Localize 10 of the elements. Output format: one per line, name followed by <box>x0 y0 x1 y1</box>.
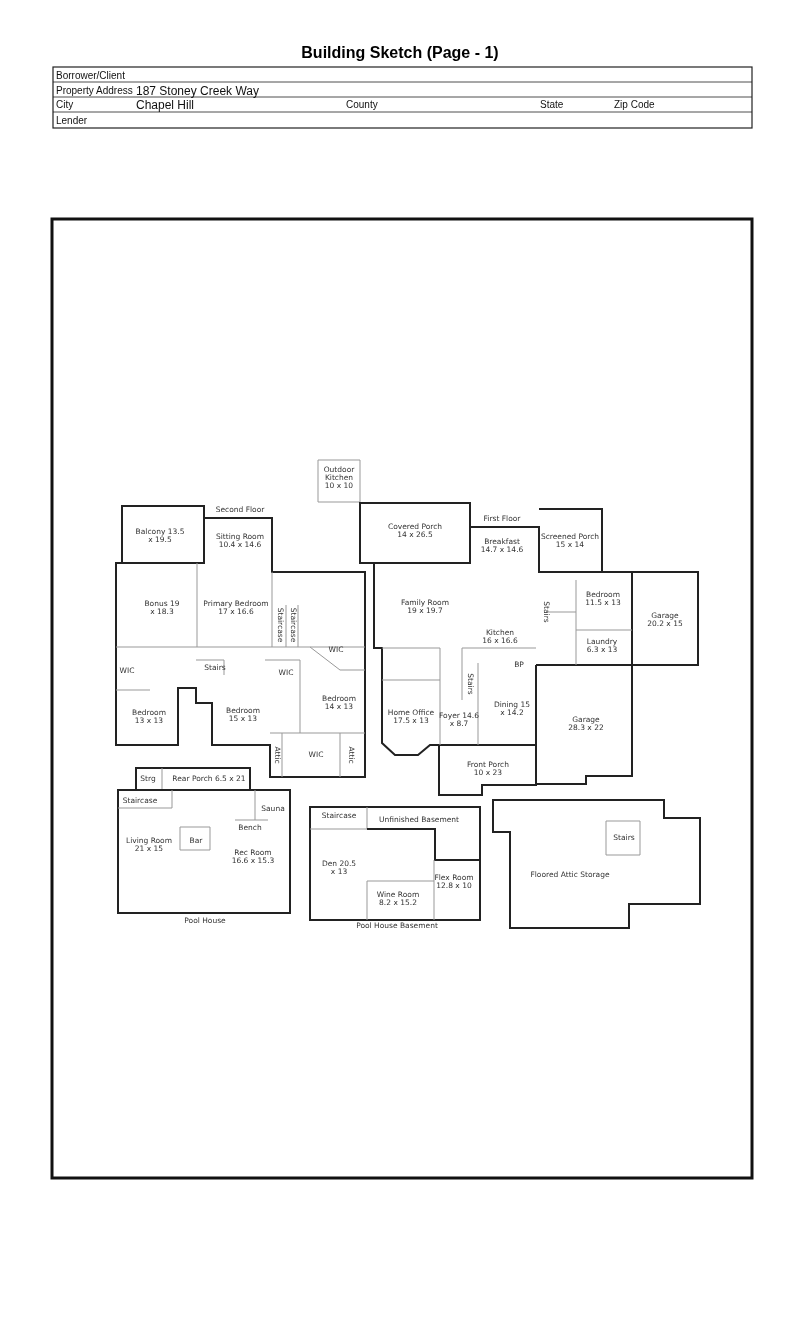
form-field-label: State <box>540 98 564 110</box>
form-field-label: Borrower/Client <box>56 69 125 81</box>
form-field-value: 187 Stoney Creek Way <box>136 84 259 98</box>
form-field-value: Chapel Hill <box>136 98 195 112</box>
form-field-label: City <box>56 98 74 110</box>
page-title: Building Sketch (Page - 1) <box>300 44 500 62</box>
form-field-label: Property Address <box>56 84 133 96</box>
form-field-label: Zip Code <box>614 98 655 110</box>
form-field-label: County <box>346 98 378 110</box>
form-field-label: Lender <box>56 114 88 126</box>
